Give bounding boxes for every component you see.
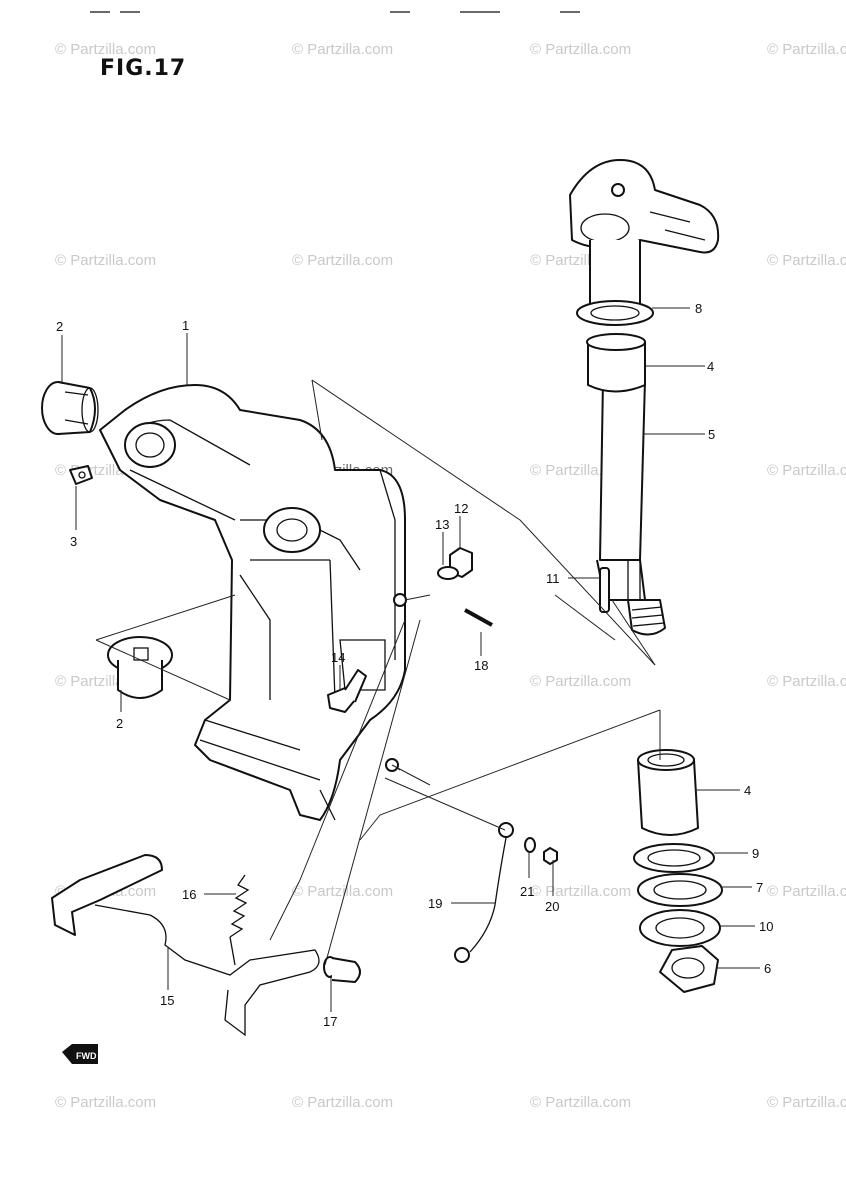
- bolt-14: [327, 669, 367, 713]
- callout-5: 5: [708, 427, 715, 442]
- bolt-17: [323, 956, 361, 983]
- callout-4: 4: [744, 783, 751, 798]
- spring-16: [229, 874, 250, 966]
- callout-17: 17: [323, 1014, 337, 1029]
- fwd-arrow-icon: FWD: [62, 1044, 98, 1064]
- grease-nipple-3: [69, 465, 93, 485]
- washer-8: [576, 300, 654, 326]
- watermark: © Partzilla.com: [292, 41, 393, 58]
- callout-8: 8: [695, 301, 702, 316]
- watermark: © Partzilla.com: [767, 462, 846, 479]
- watermark: © Partzilla.com: [767, 883, 846, 900]
- callout-1: 1: [182, 318, 189, 333]
- watermark: © Partzilla.com: [767, 252, 846, 269]
- callout-6: 6: [764, 961, 771, 976]
- watermark: © Partzilla.com: [55, 41, 156, 58]
- washer-7: [637, 873, 723, 907]
- key-11: [599, 567, 610, 613]
- callout-12: 12: [454, 501, 468, 516]
- fwd-label: FWD: [76, 1051, 97, 1061]
- callout-9: 9: [752, 846, 759, 861]
- assembly-lines: [95, 379, 661, 966]
- nut-6: [659, 945, 719, 993]
- callout-18: 18: [474, 658, 488, 673]
- watermark: © Partzilla.com: [767, 41, 846, 58]
- callout-10: 10: [759, 919, 773, 934]
- watermark: © Partzilla.com: [292, 883, 393, 900]
- callout-19: 19: [428, 896, 442, 911]
- callout-20: 20: [545, 899, 559, 914]
- callout-16: 16: [182, 887, 196, 902]
- figure-title: FIG.17: [100, 56, 187, 81]
- watermark: © Partzilla.com: [292, 1094, 393, 1111]
- washer-21: [524, 837, 536, 853]
- washer-10: [639, 909, 721, 947]
- callout-21: 21: [520, 884, 534, 899]
- watermark: © Partzilla.com: [55, 252, 156, 269]
- callout-3: 3: [70, 534, 77, 549]
- bushing-4-lower: [637, 749, 699, 836]
- leader-lines: [61, 307, 760, 1012]
- bushing-4-upper: [586, 333, 646, 393]
- watermark: © Partzilla.com: [767, 673, 846, 690]
- watermark: © Partzilla.com: [530, 673, 631, 690]
- callout-11: 11: [546, 571, 560, 586]
- washer-9: [633, 843, 715, 873]
- swivel-bracket: [99, 384, 407, 821]
- lever-15: [51, 854, 320, 1037]
- callout-13: 13: [435, 517, 449, 532]
- watermark: © Partzilla.com: [530, 883, 631, 900]
- watermark: © Partzilla.com: [530, 1094, 631, 1111]
- screw-20: [543, 847, 558, 865]
- callout-15: 15: [160, 993, 174, 1008]
- watermark: © Partzilla.com: [767, 1094, 846, 1111]
- steering-shaft: [569, 159, 720, 636]
- watermark: © Partzilla.com: [55, 1094, 156, 1111]
- washer-13: [437, 566, 459, 580]
- callout-2: 2: [116, 716, 123, 731]
- bushing-2-top: [41, 381, 99, 435]
- watermark: © Partzilla.com: [530, 41, 631, 58]
- pin-18: [464, 608, 493, 627]
- callout-7: 7: [756, 880, 763, 895]
- ground-wire-19: [454, 822, 514, 963]
- bushing-2-mid: [107, 636, 173, 699]
- callouts: 1 2 3 2 8 4 5 12 13 11 18 14 4 9 7 10 6 …: [56, 301, 773, 1029]
- callout-14: 14: [331, 650, 345, 665]
- callout-4: 4: [707, 359, 714, 374]
- callout-2: 2: [56, 319, 63, 334]
- watermark: © Partzilla.com: [292, 252, 393, 269]
